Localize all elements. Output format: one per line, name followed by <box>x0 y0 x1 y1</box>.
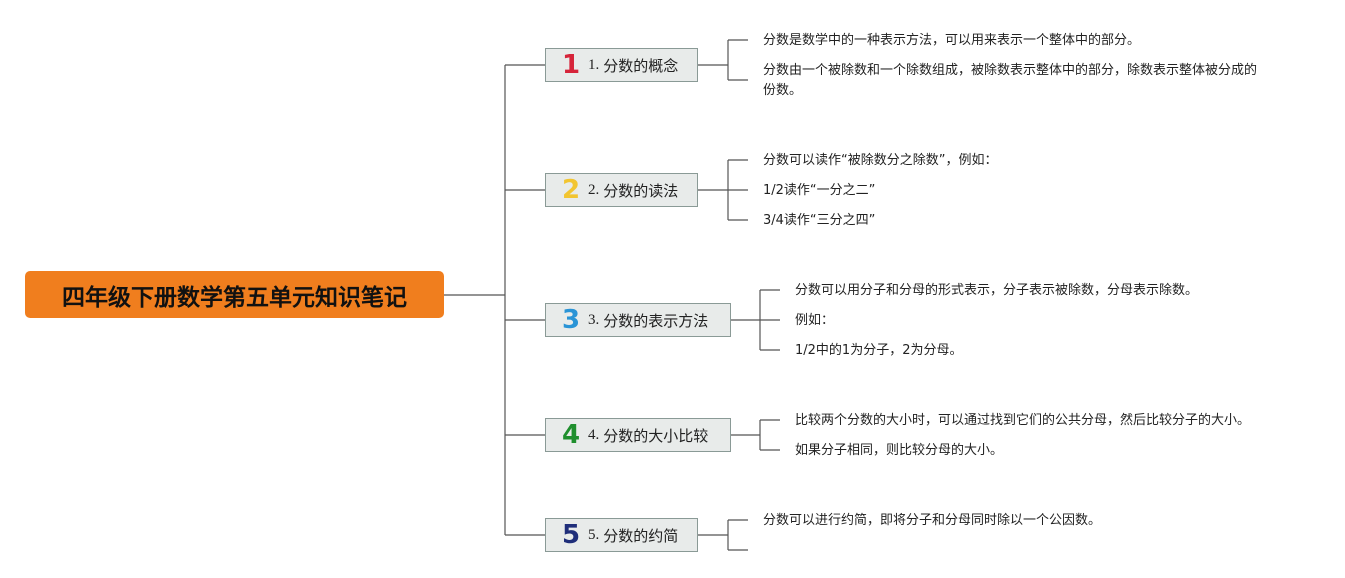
branch-prefix: 5. <box>588 526 600 543</box>
branch-topic-1[interactable]: 1 1. 分数的概念 <box>545 48 698 82</box>
number-1-icon: 1 <box>562 50 581 80</box>
leaf-text: 1/2中的1为分子，2为分母。 <box>795 343 963 358</box>
branch-topic-2[interactable]: 2 2. 分数的读法 <box>545 173 698 207</box>
leaf-text: 分数可以读作“被除数分之除数”，例如： <box>763 153 998 168</box>
branch-topic-5[interactable]: 5 5. 分数的约简 <box>545 518 698 552</box>
leaf-text: 3/4读作“三分之四” <box>763 213 876 228</box>
leaf-text: 1/2读作“一分之二” <box>763 183 876 198</box>
branch-title: 分数的约简 <box>603 526 679 545</box>
branch-topic-3[interactable]: 3 3. 分数的表示方法 <box>545 303 731 337</box>
leaf-text: 分数是数学中的一种表示方法，可以用来表示一个整体中的部分。 <box>763 33 1141 48</box>
branch-title: 分数的概念 <box>603 56 679 75</box>
leaf-text: 比较两个分数的大小时，可以通过找到它们的公共分母，然后比较分子的大小。 <box>795 413 1251 428</box>
root-topic[interactable]: 四年级下册数学第五单元知识笔记 <box>25 271 444 318</box>
number-4-icon: 4 <box>562 420 581 450</box>
leaf-text: 分数可以进行约简，即将分子和分母同时除以一个公因数。 <box>763 513 1102 528</box>
root-title: 四年级下册数学第五单元知识笔记 <box>62 284 407 311</box>
branch-prefix: 1. <box>588 56 600 73</box>
branch-topic-4[interactable]: 4 4. 分数的大小比较 <box>545 418 731 452</box>
leaf-text: 例如： <box>795 313 835 328</box>
leaf-text: 如果分子相同，则比较分母的大小。 <box>795 443 1004 458</box>
branch-title: 分数的读法 <box>603 181 679 200</box>
branch-title: 分数的表示方法 <box>603 311 709 330</box>
number-3-icon: 3 <box>562 305 581 335</box>
leaf-text: 分数可以用分子和分母的形式表示，分子表示被除数，分母表示除数。 <box>795 283 1199 298</box>
branch-prefix: 2. <box>588 181 600 198</box>
leaf-text: 分数由一个被除数和一个除数组成，被除数表示整体中的部分，除数表示整体被分成的份数… <box>763 63 1258 98</box>
number-5-icon: 5 <box>562 520 581 550</box>
branch-title: 分数的大小比较 <box>603 426 709 445</box>
branch-prefix: 3. <box>588 311 600 328</box>
number-2-icon: 2 <box>562 175 581 205</box>
branch-prefix: 4. <box>588 426 600 443</box>
